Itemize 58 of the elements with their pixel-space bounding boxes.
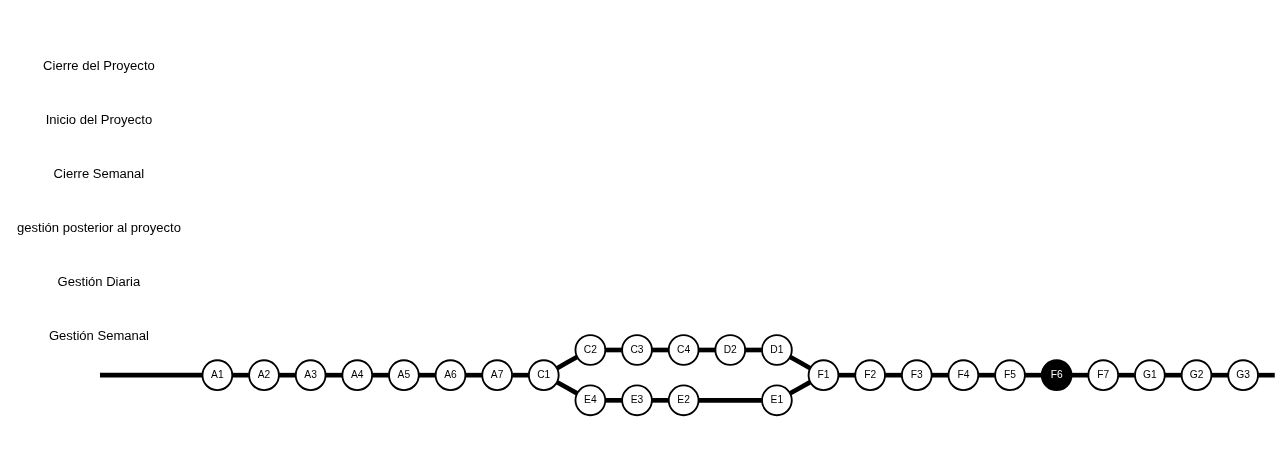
connector <box>1165 372 1182 377</box>
connector <box>1118 372 1135 377</box>
connector <box>1211 372 1228 377</box>
node-circle: F1 <box>807 358 840 391</box>
label: Inicio del Proyecto <box>45 111 153 127</box>
node-circle: A6 <box>434 358 467 391</box>
connector <box>605 397 622 403</box>
node-circle: E2 <box>667 384 700 416</box>
node-circle: C2 <box>574 333 607 366</box>
node-circle: F2 <box>854 358 886 391</box>
node-circle: A7 <box>481 358 513 391</box>
node-circle: D2 <box>714 333 747 366</box>
node-circle: C1 <box>527 358 560 391</box>
connector <box>556 379 579 395</box>
node-circle: E1 <box>761 384 793 416</box>
connector <box>652 397 669 403</box>
node-circle: C3 <box>621 333 653 366</box>
node-circle: G1 <box>1134 358 1166 391</box>
connector <box>556 354 579 370</box>
connector <box>419 372 436 377</box>
node-circle: A4 <box>341 358 374 391</box>
connector <box>279 372 296 377</box>
connector <box>372 372 389 377</box>
node-circle: A3 <box>294 358 327 391</box>
connector <box>838 372 855 377</box>
connector <box>99 372 203 377</box>
label: Cierre Semanal <box>53 165 145 181</box>
connector <box>978 372 995 377</box>
node-circle: G3 <box>1227 358 1259 391</box>
node-circle: F3 <box>900 358 933 391</box>
connector <box>1258 372 1275 377</box>
connector <box>1025 372 1042 377</box>
node-circle: A2 <box>248 358 280 391</box>
node-circle: D1 <box>761 333 793 366</box>
connector <box>512 372 529 377</box>
connector <box>885 372 902 377</box>
node-circle: A1 <box>201 358 234 391</box>
connector <box>232 372 249 377</box>
connector <box>465 372 482 377</box>
label: Gestión Diaria <box>57 273 141 289</box>
connector <box>1071 372 1089 377</box>
connector <box>789 379 812 395</box>
connector <box>325 372 343 377</box>
node-circle: A5 <box>388 358 420 391</box>
node-circle: E4 <box>574 384 607 416</box>
node-circle: F5 <box>994 358 1026 391</box>
label: gestión posterior al proyecto <box>17 219 181 235</box>
label: Gestión Semanal <box>48 327 149 343</box>
connector <box>698 397 762 403</box>
node-circle: G2 <box>1180 358 1213 391</box>
connector <box>789 354 812 370</box>
node-circle: F6 <box>1040 358 1073 391</box>
node-circle: F4 <box>947 358 980 391</box>
label: Cierre del Proyecto <box>43 57 155 73</box>
connector <box>931 372 949 377</box>
node-circle: E3 <box>621 384 653 416</box>
node-circle: F7 <box>1087 358 1120 391</box>
node-circle: C4 <box>667 333 700 366</box>
